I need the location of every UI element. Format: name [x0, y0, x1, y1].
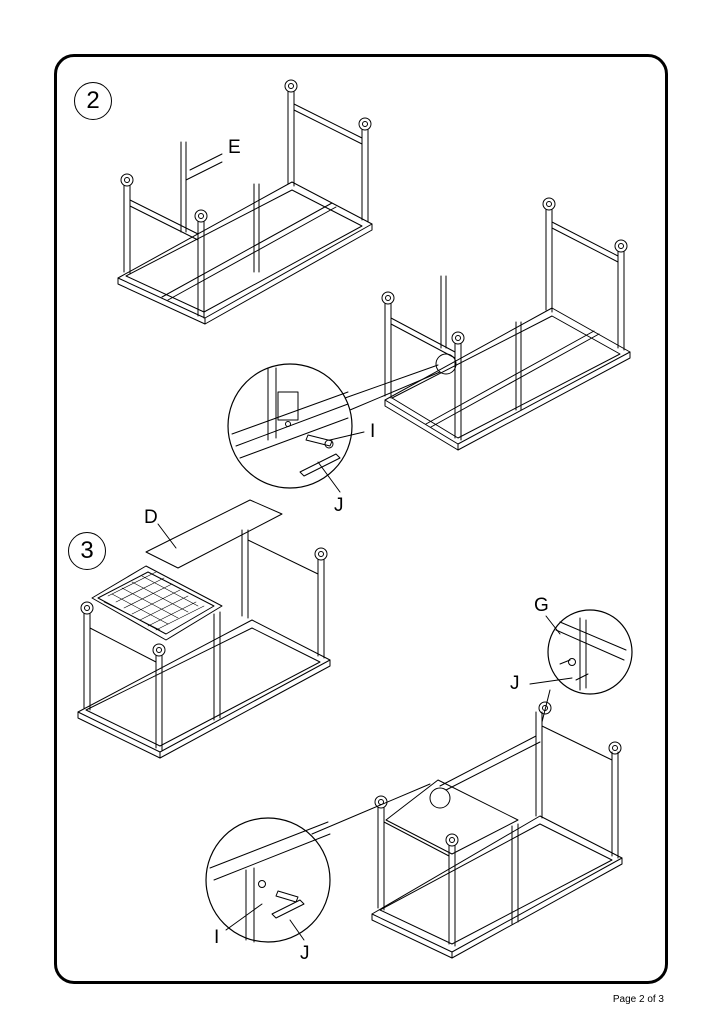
- callout-label-d: D: [144, 507, 158, 528]
- page-border-frame: [54, 54, 668, 984]
- step-number-badge: 2: [74, 82, 112, 120]
- callout-label-e: E: [228, 137, 241, 158]
- step3-frame-with-shelf: [78, 500, 330, 758]
- callout-leaders: [158, 154, 572, 940]
- callout-label-j: J: [334, 495, 344, 516]
- step-number-badge: 3: [68, 532, 106, 570]
- step3-detail-magnifier-bottom: [206, 784, 430, 942]
- callout-label-j: J: [510, 673, 520, 694]
- step3-frame-with-shelf-lower: [372, 702, 622, 958]
- page-number-label: Page 2 of 3: [612, 994, 664, 1005]
- step2-detail-magnifier: [228, 364, 440, 488]
- step3-detail-magnifier-top: [542, 610, 632, 722]
- callout-label-g: G: [534, 595, 549, 616]
- callout-label-i: I: [214, 927, 220, 948]
- callout-label-j: J: [300, 943, 310, 964]
- step2-frame-upside-down-right: [382, 198, 630, 450]
- step2-frame-upside-down-left: [118, 80, 372, 324]
- step3-mesh-shelf: [104, 572, 204, 630]
- callout-label-i: I: [370, 421, 376, 442]
